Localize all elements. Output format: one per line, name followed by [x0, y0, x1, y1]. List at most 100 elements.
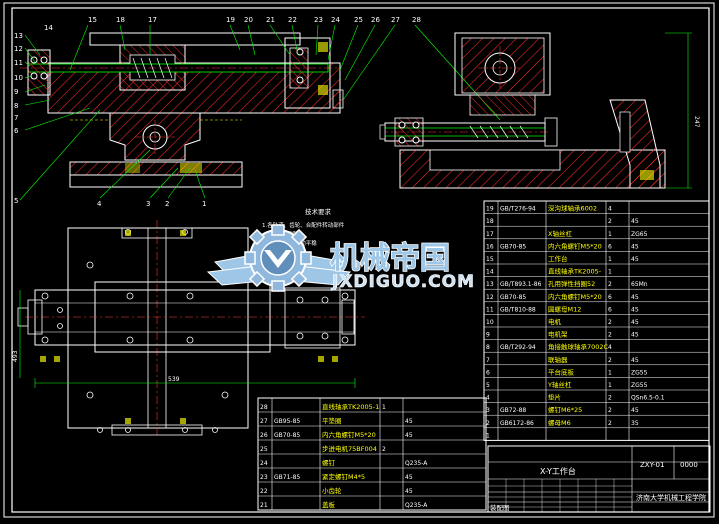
label-25: 25 — [354, 16, 363, 24]
bom-bottom-cell-name: 小齿轮 — [322, 486, 342, 495]
bom-right-cell-n: 15 — [486, 256, 494, 263]
bom-right-row: 1 — [486, 432, 490, 439]
bom-right-cell-mat: 45 — [631, 357, 639, 364]
bom-right-cell-n: 14 — [486, 269, 494, 276]
bom-right-cell-code: GB/T893.1-86 — [500, 281, 542, 288]
label-17: 17 — [148, 16, 157, 24]
bom-right-cell-mat: 45 — [631, 407, 639, 414]
bom-right-cell-name: 工作台 — [548, 254, 568, 263]
label-8: 8 — [14, 102, 18, 110]
bom-right-cell-mat: QSn6.5-0.1 — [631, 395, 665, 402]
label-2: 2 — [165, 200, 169, 208]
watermark-logo: 机械帝国 JXDIGUO.COM — [206, 224, 474, 292]
bom-right-cell-n: 10 — [486, 319, 494, 326]
bom-right-cell-name: 电机 — [548, 317, 562, 326]
bom-right-cell-name: 深沟球轴承6002 — [548, 204, 597, 213]
bom-bottom-cell-n: 27 — [260, 418, 268, 425]
bom-bottom-cell-qty: 1 — [382, 404, 386, 411]
bom-right-cell-name: 内六角螺钉M5*20 — [548, 292, 602, 301]
dimension-539: 539 — [168, 376, 180, 383]
plan-view: 493 539 — [12, 220, 365, 436]
bom-right-cell-n: 1 — [486, 432, 490, 439]
bom-right-cell-name: 直线轴承TK2005- — [548, 267, 602, 276]
label-3: 3 — [146, 200, 150, 208]
label-10: 10 — [14, 74, 23, 82]
bom-right-cell-n: 13 — [486, 281, 494, 288]
bom-right-cell-qty: 2 — [608, 332, 612, 339]
drawing-title: X-Y工作台 — [540, 466, 576, 476]
bom-right-cell-code: GB6172-86 — [500, 420, 534, 427]
bom-right-cell-n: 6 — [486, 369, 490, 376]
label-11: 11 — [14, 59, 23, 67]
label-20: 20 — [244, 16, 253, 24]
bom-right-row: 10 电机 2 45 — [486, 317, 639, 326]
bom-bottom-cell-name: 平垫圈 — [322, 416, 342, 425]
bom-right-cell-name: 圆螺母M12 — [548, 304, 581, 313]
bom-bottom-cell-n: 23 — [260, 474, 268, 481]
bom-bottom-cell-name: 螺钉 — [322, 458, 336, 467]
bom-right-cell-n: 7 — [486, 357, 490, 364]
bom-right-cell-qty: 4 — [608, 344, 612, 351]
bom-right-cell-mat: ZG55 — [631, 369, 648, 376]
bom-right-cell-n: 17 — [486, 231, 494, 238]
bom-right-cell-mat: 65Mn — [631, 281, 648, 288]
bom-right-cell-qty: 1 — [608, 369, 612, 376]
bom-bottom-cell-n: 22 — [260, 488, 268, 495]
bom-right-cell-qty: 6 — [608, 294, 612, 301]
bom-right-cell-mat: 45 — [631, 319, 639, 326]
bom-bottom-cell-name: 直线轴承TK2005-1 — [322, 402, 379, 411]
bom-right-row: 15 工作台 1 45 — [486, 254, 639, 263]
bom-right-cell-qty: 2 — [608, 407, 612, 414]
label-7: 7 — [14, 114, 18, 122]
bom-right-cell-mat: ZG55 — [631, 382, 648, 389]
label-19: 19 — [226, 16, 235, 24]
bom-right-cell-mat: 45 — [631, 256, 639, 263]
bom-right-cell-mat: 45 — [631, 294, 639, 301]
label-13: 13 — [14, 32, 23, 40]
bom-right-cell-name: 平台底板 — [548, 367, 575, 376]
bom-bottom-cell-n: 26 — [260, 432, 268, 439]
bom-right-cell-qty: 1 — [608, 256, 612, 263]
bom-right-cell-name: X轴丝杠 — [548, 229, 572, 238]
bom-right-cell-code: GB/T292-94 — [500, 344, 536, 351]
dimension-247: 247 — [693, 116, 700, 128]
leader-lines — [19, 24, 501, 201]
label-23: 23 — [314, 16, 323, 24]
bom-right-cell-qty: 1 — [608, 382, 612, 389]
bom-right-cell-qty: 2 — [608, 357, 612, 364]
bom-right-cell-n: 2 — [486, 420, 490, 427]
bom-right-cell-mat: 45 — [631, 332, 639, 339]
bom-right-cell-n: 16 — [486, 243, 494, 250]
bom-right-cell-code: GB70-85 — [500, 243, 526, 250]
bom-right-cell-code: GB72-88 — [500, 407, 526, 414]
side-section-view: 247 — [379, 32, 700, 189]
bom-bottom-cell-code: GB70-85 — [274, 432, 300, 439]
label-1: 1 — [202, 200, 206, 208]
label-22: 22 — [288, 16, 297, 24]
bom-right-row: 17 X轴丝杠 1 ZG65 — [486, 229, 648, 238]
bom-right-cell-name: 联轴器 — [548, 355, 568, 364]
bom-right-cell-mat: ZG65 — [631, 231, 648, 238]
bom-right-cell-qty: 2 — [608, 319, 612, 326]
bom-right-cell-qty: 1 — [608, 231, 612, 238]
school-name: 济南大学机械工程学院 — [636, 493, 706, 502]
bom-bottom-cell-qty: 2 — [382, 446, 386, 453]
